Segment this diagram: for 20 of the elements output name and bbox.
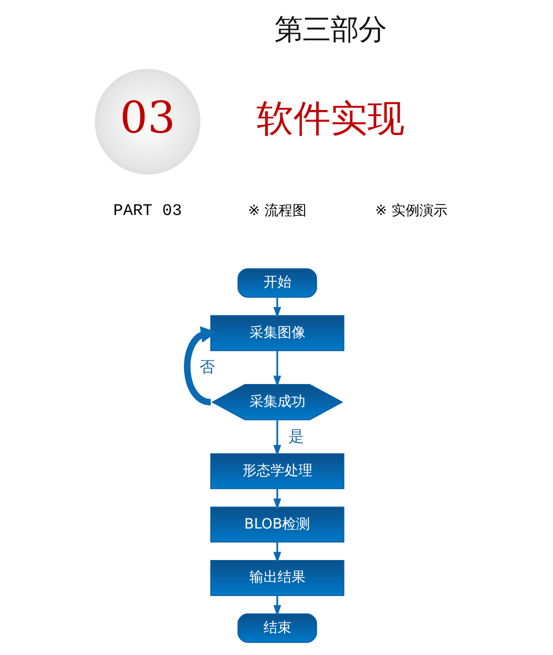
edge-label: 是 [288, 427, 304, 446]
arrow [272, 297, 281, 318]
node-box: 形态学处理 [210, 453, 344, 490]
label: 第三部分 [274, 13, 386, 46]
arrow [272, 542, 281, 564]
label: ※ 实例演示 [374, 202, 448, 219]
arrow [272, 596, 281, 616]
label: 软件实现 [256, 97, 404, 140]
arrow [272, 488, 281, 510]
node-box: BLOB检测 [210, 506, 344, 543]
node-box: 开始 [237, 268, 317, 298]
node-box: 输出结果 [210, 560, 344, 596]
arrow [272, 420, 281, 456]
node-circle: 03 [94, 68, 200, 175]
node-box: 采集图像 [210, 315, 344, 352]
node-label: PART 03 [112, 200, 182, 220]
arrow [272, 350, 281, 387]
node-box: 结束 [237, 613, 317, 643]
label: ※ 流程图 [248, 202, 306, 219]
edge-label: 否 [198, 358, 214, 376]
